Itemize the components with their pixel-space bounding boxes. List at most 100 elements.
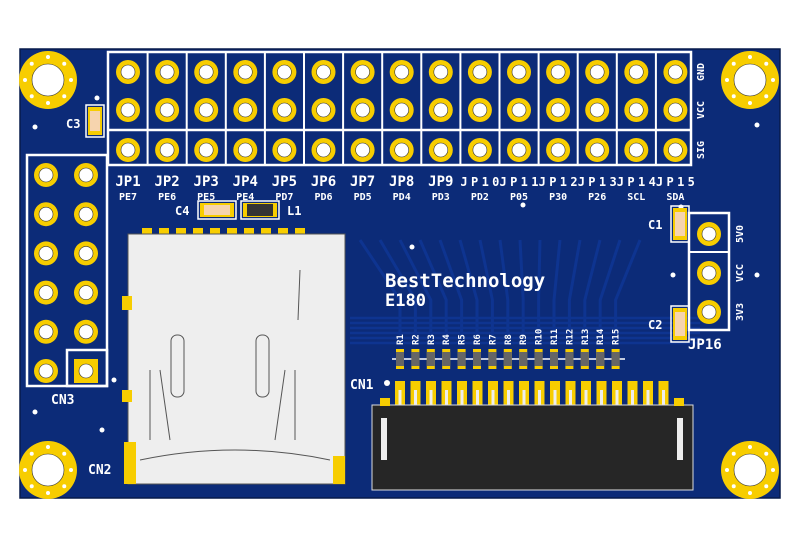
pin-hole xyxy=(628,142,644,158)
via xyxy=(764,484,769,489)
pin-hole xyxy=(701,226,717,242)
pin-hole xyxy=(628,102,644,118)
pin-hole xyxy=(120,142,136,158)
jumper-signal-label: P26 xyxy=(588,192,606,203)
pin-hole xyxy=(472,102,488,118)
jumper-signal-label: PD5 xyxy=(354,192,372,203)
cap-outline xyxy=(670,205,690,243)
resistor-label: R11 xyxy=(550,329,560,345)
jumper-signal-label: PD6 xyxy=(314,192,332,203)
jumper-label: JP1 xyxy=(115,174,140,190)
via xyxy=(731,451,736,456)
pin-hole xyxy=(394,142,410,158)
jp16-pin-label: 5V0 xyxy=(735,225,746,243)
jumper-signal-label: PE6 xyxy=(158,192,176,203)
via xyxy=(725,468,729,472)
fpc-pin xyxy=(615,390,619,412)
pin-hole xyxy=(355,102,370,118)
via xyxy=(771,468,775,472)
fpc-pin xyxy=(460,390,464,412)
pin-hole xyxy=(316,102,331,118)
fpc-pin xyxy=(414,390,417,412)
pin-hole xyxy=(120,64,136,80)
jumper-signal-label: PD4 xyxy=(393,192,411,203)
resistor-body xyxy=(596,352,605,366)
resistor-body xyxy=(426,352,435,366)
pin-hole xyxy=(511,64,527,80)
jp16-pin-label: 3V3 xyxy=(735,303,746,321)
label-c4: C4 xyxy=(175,204,189,218)
pin-hole xyxy=(433,142,449,158)
pin-hole xyxy=(277,102,292,118)
pin-hole xyxy=(701,304,717,320)
label-c3: C3 xyxy=(66,117,80,131)
pin-hole xyxy=(277,64,292,80)
cap-body xyxy=(204,205,230,215)
via xyxy=(46,55,50,59)
sd-slot-outline xyxy=(255,334,270,398)
pin-hole xyxy=(550,142,566,158)
fpc-pin xyxy=(491,390,495,412)
via xyxy=(731,484,736,489)
pin-hole xyxy=(628,64,644,80)
pin-hole xyxy=(589,102,605,118)
row-label: GND xyxy=(696,63,707,81)
pin-hole xyxy=(316,142,331,158)
fpc-end-pad xyxy=(380,398,390,406)
via xyxy=(29,94,34,99)
pin-hole xyxy=(355,142,370,158)
resistor-body xyxy=(534,352,543,366)
pin-hole xyxy=(550,102,566,118)
mounting-hole xyxy=(31,63,65,97)
pin-hole xyxy=(550,64,566,80)
copper-traces xyxy=(32,95,760,433)
pin1-marker xyxy=(384,380,390,386)
label-c2: C2 xyxy=(648,318,662,332)
pin-hole xyxy=(433,102,449,118)
fpc-pin xyxy=(600,390,603,412)
via xyxy=(764,451,769,456)
label-cn1: CN1 xyxy=(350,378,374,393)
pin-hole xyxy=(472,64,488,80)
via xyxy=(46,491,50,495)
header-outline xyxy=(106,50,693,167)
jumper-header-block: JP1PE7JP2PE6JP3PE5JP4PE4JP5PD7JP6PD6JP7P… xyxy=(106,50,707,203)
label-cn2: CN2 xyxy=(88,463,111,478)
pin-hole xyxy=(668,142,683,158)
resistor-body xyxy=(396,352,404,366)
via xyxy=(62,484,67,489)
mounting-hole xyxy=(733,453,767,487)
resistor-label: R6 xyxy=(473,334,483,345)
via xyxy=(725,78,729,82)
resistor-body xyxy=(457,352,466,366)
via xyxy=(764,94,769,99)
pin-hole xyxy=(78,167,94,183)
pin-hole xyxy=(511,102,527,118)
pin-hole xyxy=(38,363,54,379)
resistor-label: R4 xyxy=(442,334,452,345)
pin-hole xyxy=(78,285,94,300)
via xyxy=(29,484,34,489)
fpc-latch xyxy=(677,418,683,460)
jumper-signal-label: P05 xyxy=(510,192,528,203)
pin-hole xyxy=(159,64,175,80)
label-l1: L1 xyxy=(287,204,301,218)
sd-side-pad xyxy=(122,390,132,402)
via xyxy=(32,409,38,415)
jumper-signal-label: P30 xyxy=(549,192,567,203)
pin-hole xyxy=(701,265,717,281)
inductor-body xyxy=(247,204,273,216)
via xyxy=(46,445,50,449)
cap-body xyxy=(675,312,685,336)
pin-hole xyxy=(38,246,54,261)
via xyxy=(62,451,67,456)
via xyxy=(748,445,752,449)
via xyxy=(748,101,752,105)
fpc-end-pad xyxy=(674,398,684,406)
via xyxy=(748,491,752,495)
cap-body xyxy=(90,111,100,131)
brand-name: BestTechnology xyxy=(385,270,545,292)
label-c1: C1 xyxy=(648,218,662,232)
via xyxy=(32,124,38,130)
